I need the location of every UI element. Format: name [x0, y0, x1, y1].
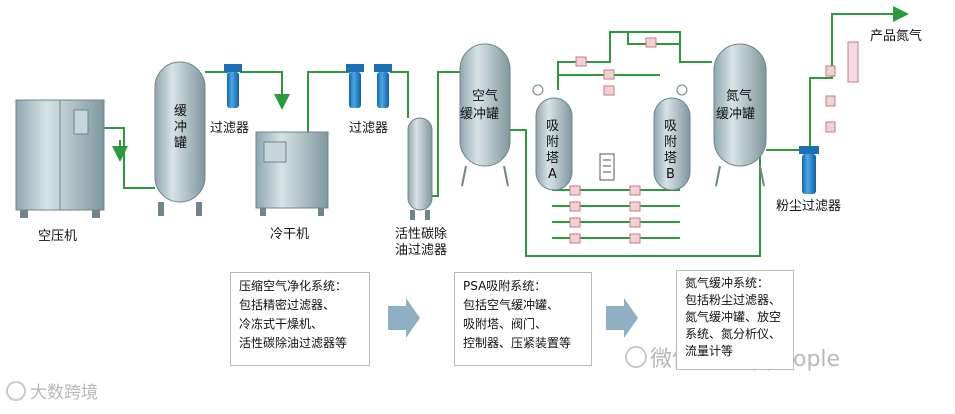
- controller: [599, 153, 615, 181]
- adsorption-tower-a: [532, 84, 573, 191]
- pipe-product-out: [809, 6, 909, 148]
- box-3-line-4: 系统、氮分析仪、: [685, 327, 782, 341]
- buffer-tank-1-char-3: 罐: [174, 136, 187, 151]
- pipe-filter1-to-dryer: [240, 71, 290, 110]
- buffer-tank-1-char-2: 冲: [174, 120, 187, 135]
- box-2-line-2: 包括空气缓冲罐、: [463, 298, 560, 312]
- tower-a-char-2: 附: [546, 135, 559, 150]
- adsorption-tower-b: [653, 84, 691, 191]
- tower-b-label: 吸 附 塔 B: [664, 119, 681, 182]
- tower-a-char-4: A: [548, 167, 557, 182]
- carbon-filter-label-1: 活性碳除: [395, 227, 447, 242]
- air-tank-label-1: 空气: [472, 88, 498, 104]
- filter-1-icon: [224, 64, 242, 108]
- dust-filter-icon: [799, 146, 819, 194]
- air-tank-label-2: 缓冲罐: [460, 107, 499, 122]
- box-2-line-3: 吸附塔、阀门、: [463, 317, 548, 331]
- box-1-line-2: 包括精密过滤器、: [239, 298, 336, 312]
- pipe-dryer-to-filter2: [307, 71, 350, 132]
- flow-arrow-1-icon: [388, 298, 420, 338]
- box-1-line-3: 冷冻式干燥机、: [239, 317, 324, 331]
- filter-1-label: 过滤器: [210, 121, 249, 136]
- filter-2-label: 过滤器: [349, 121, 388, 136]
- tower-a-char-3: 塔: [546, 151, 559, 166]
- air-buffer-tank: [459, 43, 511, 187]
- filter-2-icon: [346, 64, 392, 108]
- box-3-line-2: 包括粉尘过滤器、: [685, 293, 782, 307]
- tower-a-char-1: 吸: [546, 119, 559, 134]
- flow-arrow-2-icon: [606, 298, 638, 338]
- tower-b-char-4: B: [666, 167, 675, 182]
- flowmeter-icon: [847, 41, 859, 83]
- tower-a-label: 吸 附 塔 A: [546, 119, 563, 182]
- box-2-line-4: 控制器、压紧装置等: [463, 336, 572, 350]
- box-2-line-1: PSA吸附系统：: [463, 279, 547, 293]
- valves: [569, 37, 836, 244]
- air-compressor-label: 空压机: [38, 229, 77, 244]
- pipe-top-valves: [557, 31, 712, 90]
- air-compressor: [15, 99, 105, 218]
- pipe-airtank-loop: [510, 129, 761, 257]
- box-3-line-5: 流量计等: [685, 344, 734, 358]
- pipe-top-bypass: [627, 32, 680, 45]
- refrigerated-dryer: [255, 131, 329, 216]
- buffer-tank-1-label: 缓 冲 罐: [174, 104, 191, 151]
- buffer-tank-1: [154, 61, 206, 216]
- tower-b-char-2: 附: [664, 135, 677, 150]
- purification-system-box: 压缩空气净化系统： 包括精密过滤器、 冷冻式干燥机、 活性碳除油过滤器等: [230, 272, 370, 366]
- pipe-filter2-to-carbon: [390, 71, 409, 118]
- nitrogen-system-box: 氮气缓冲系统： 包括粉尘过滤器、 氮气缓冲罐、放空 系统、氮分析仪、 流量计等: [676, 270, 794, 370]
- nitrogen-buffer-tank: [713, 43, 767, 187]
- watermark-logo-left: 大数跨境: [6, 381, 98, 403]
- pipe-compressor-to-buffer: [104, 127, 155, 189]
- carbon-filter-label-2: 油过滤器: [395, 243, 447, 258]
- psa-system-box: PSA吸附系统： 包括空气缓冲罐、 吸附塔、阀门、 控制器、压紧装置等: [454, 272, 592, 366]
- n2-tank-label-1: 氮气: [726, 88, 752, 104]
- carbon-filter: [407, 117, 433, 220]
- tower-b-char-1: 吸: [664, 119, 677, 134]
- product-label: 产品氮气: [870, 28, 922, 44]
- buffer-tank-1-char-1: 缓: [174, 104, 187, 119]
- box-1-line-1: 压缩空气净化系统：: [239, 279, 348, 293]
- dust-filter-label: 粉尘过滤器: [776, 199, 841, 214]
- n2-tank-label-2: 缓冲罐: [716, 107, 755, 122]
- box-3-line-3: 氮气缓冲罐、放空: [685, 310, 782, 324]
- dryer-label: 冷干机: [270, 227, 309, 242]
- tower-b-char-3: 塔: [664, 151, 677, 166]
- box-3-line-1: 氮气缓冲系统：: [685, 276, 770, 290]
- box-1-line-4: 活性碳除油过滤器等: [239, 336, 348, 350]
- watermark-left: 大数跨境: [30, 383, 98, 403]
